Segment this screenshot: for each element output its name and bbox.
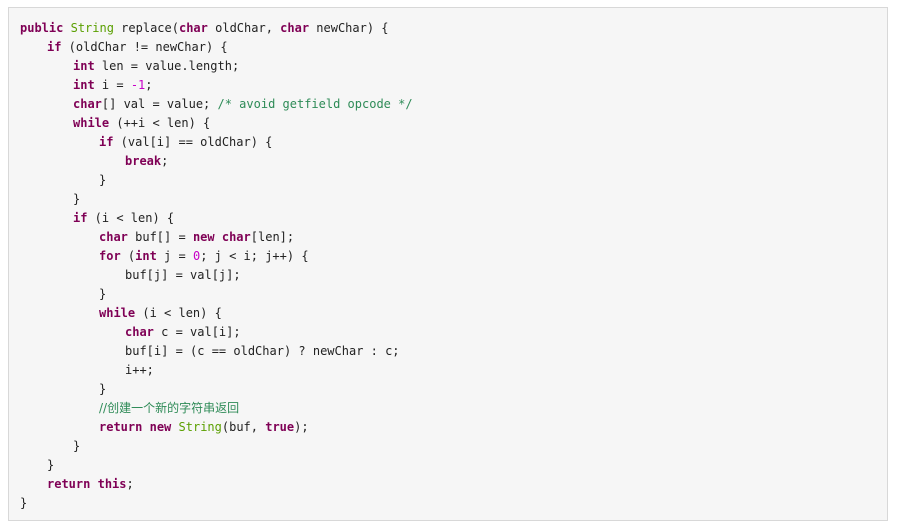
code-line: } [20, 190, 413, 209]
code-text: } [73, 192, 81, 206]
code-keyword: char [280, 21, 310, 35]
code-text: buf[j] = val[j]; [125, 268, 241, 282]
code-keyword: for [99, 249, 121, 263]
code-keyword: int [73, 59, 95, 73]
code-line: public String replace(char oldChar, char… [20, 19, 413, 38]
code-keyword: return [99, 420, 143, 434]
code-text: (val[i] == oldChar) { [113, 135, 273, 149]
code-line: char c = val[i]; [20, 323, 413, 342]
code-text: (i < len) { [87, 211, 175, 225]
code-text: (++i < len) { [109, 116, 211, 130]
code-line: int i = -1; [20, 76, 413, 95]
code-text: newChar) { [309, 21, 389, 35]
code-keyword: while [99, 306, 136, 320]
code-text: (i < len) { [135, 306, 222, 320]
code-text: oldChar, [207, 21, 281, 35]
code-lines: public String replace(char oldChar, char… [20, 19, 413, 513]
code-text: buf[i] = (c == oldChar) ? newChar : c; [125, 344, 400, 358]
code-keyword: true [265, 420, 295, 434]
code-keyword: char [125, 325, 154, 339]
code-text: ( [120, 249, 136, 263]
code-keyword: if [73, 211, 88, 225]
code-line: buf[j] = val[j]; [20, 266, 413, 285]
code-type: String [178, 420, 222, 434]
code-text: } [73, 439, 81, 453]
code-keyword: char [178, 21, 208, 35]
code-text: } [47, 458, 55, 472]
code-line: if (i < len) { [20, 209, 413, 228]
code-text: replace( [113, 21, 179, 35]
code-line: } [20, 456, 413, 475]
code-comment: /* avoid getfield opcode */ [217, 97, 413, 111]
code-line: char[] val = value; /* avoid getfield op… [20, 95, 413, 114]
code-keyword: int [73, 78, 95, 92]
code-keyword: if [99, 135, 114, 149]
code-text: } [99, 287, 107, 301]
code-keyword: char [99, 230, 128, 244]
code-keyword: public [20, 21, 64, 35]
code-keyword: if [47, 40, 62, 54]
code-line: //创建一个新的字符串返回 [20, 399, 413, 418]
code-text: ; [145, 78, 153, 92]
code-text: [] val = value; [101, 97, 218, 111]
code-keyword: new [149, 420, 172, 434]
code-text: } [99, 382, 107, 396]
code-line: } [20, 437, 413, 456]
code-text: buf[] = [127, 230, 193, 244]
code-text: i = [94, 78, 131, 92]
code-text: j = [156, 249, 193, 263]
code-block: public String replace(char oldChar, char… [8, 7, 888, 521]
code-text [215, 230, 222, 244]
code-text: (buf, [221, 420, 266, 434]
code-text [90, 477, 97, 491]
code-text: ); [294, 420, 309, 434]
code-keyword: char [221, 230, 251, 244]
code-line: } [20, 494, 413, 513]
code-text: [len]; [250, 230, 295, 244]
code-line: return this; [20, 475, 413, 494]
code-text [171, 420, 178, 434]
code-text: ; [126, 477, 134, 491]
code-text: c = val[i]; [153, 325, 241, 339]
code-line: buf[i] = (c == oldChar) ? newChar : c; [20, 342, 413, 361]
code-comment: //创建一个新的字符串返回 [99, 401, 240, 415]
code-text: } [99, 173, 107, 187]
code-text: ; j < i; j++) { [200, 249, 309, 263]
code-text: len = value.length; [94, 59, 240, 73]
code-number: -1 [130, 78, 146, 92]
code-line: while (i < len) { [20, 304, 413, 323]
code-line: } [20, 380, 413, 399]
code-keyword: while [73, 116, 110, 130]
code-line: for (int j = 0; j < i; j++) { [20, 247, 413, 266]
code-type: String [70, 21, 114, 35]
code-line: break; [20, 152, 413, 171]
code-keyword: return [47, 477, 91, 491]
code-keyword: char [73, 97, 102, 111]
code-text: ; [161, 154, 169, 168]
code-text: i++; [125, 363, 154, 377]
code-line: int len = value.length; [20, 57, 413, 76]
code-text: (oldChar != newChar) { [61, 40, 228, 54]
code-keyword: this [97, 477, 127, 491]
code-line: char buf[] = new char[len]; [20, 228, 413, 247]
code-line: } [20, 285, 413, 304]
code-line: if (val[i] == oldChar) { [20, 133, 413, 152]
code-text [63, 21, 70, 35]
code-line: return new String(buf, true); [20, 418, 413, 437]
code-text [142, 420, 149, 434]
code-keyword: int [135, 249, 157, 263]
code-line: } [20, 171, 413, 190]
code-keyword: new [192, 230, 215, 244]
code-text: } [20, 496, 28, 510]
code-line: i++; [20, 361, 413, 380]
code-number: 0 [192, 249, 201, 263]
code-line: while (++i < len) { [20, 114, 413, 133]
code-keyword: break [125, 154, 162, 168]
code-line: if (oldChar != newChar) { [20, 38, 413, 57]
